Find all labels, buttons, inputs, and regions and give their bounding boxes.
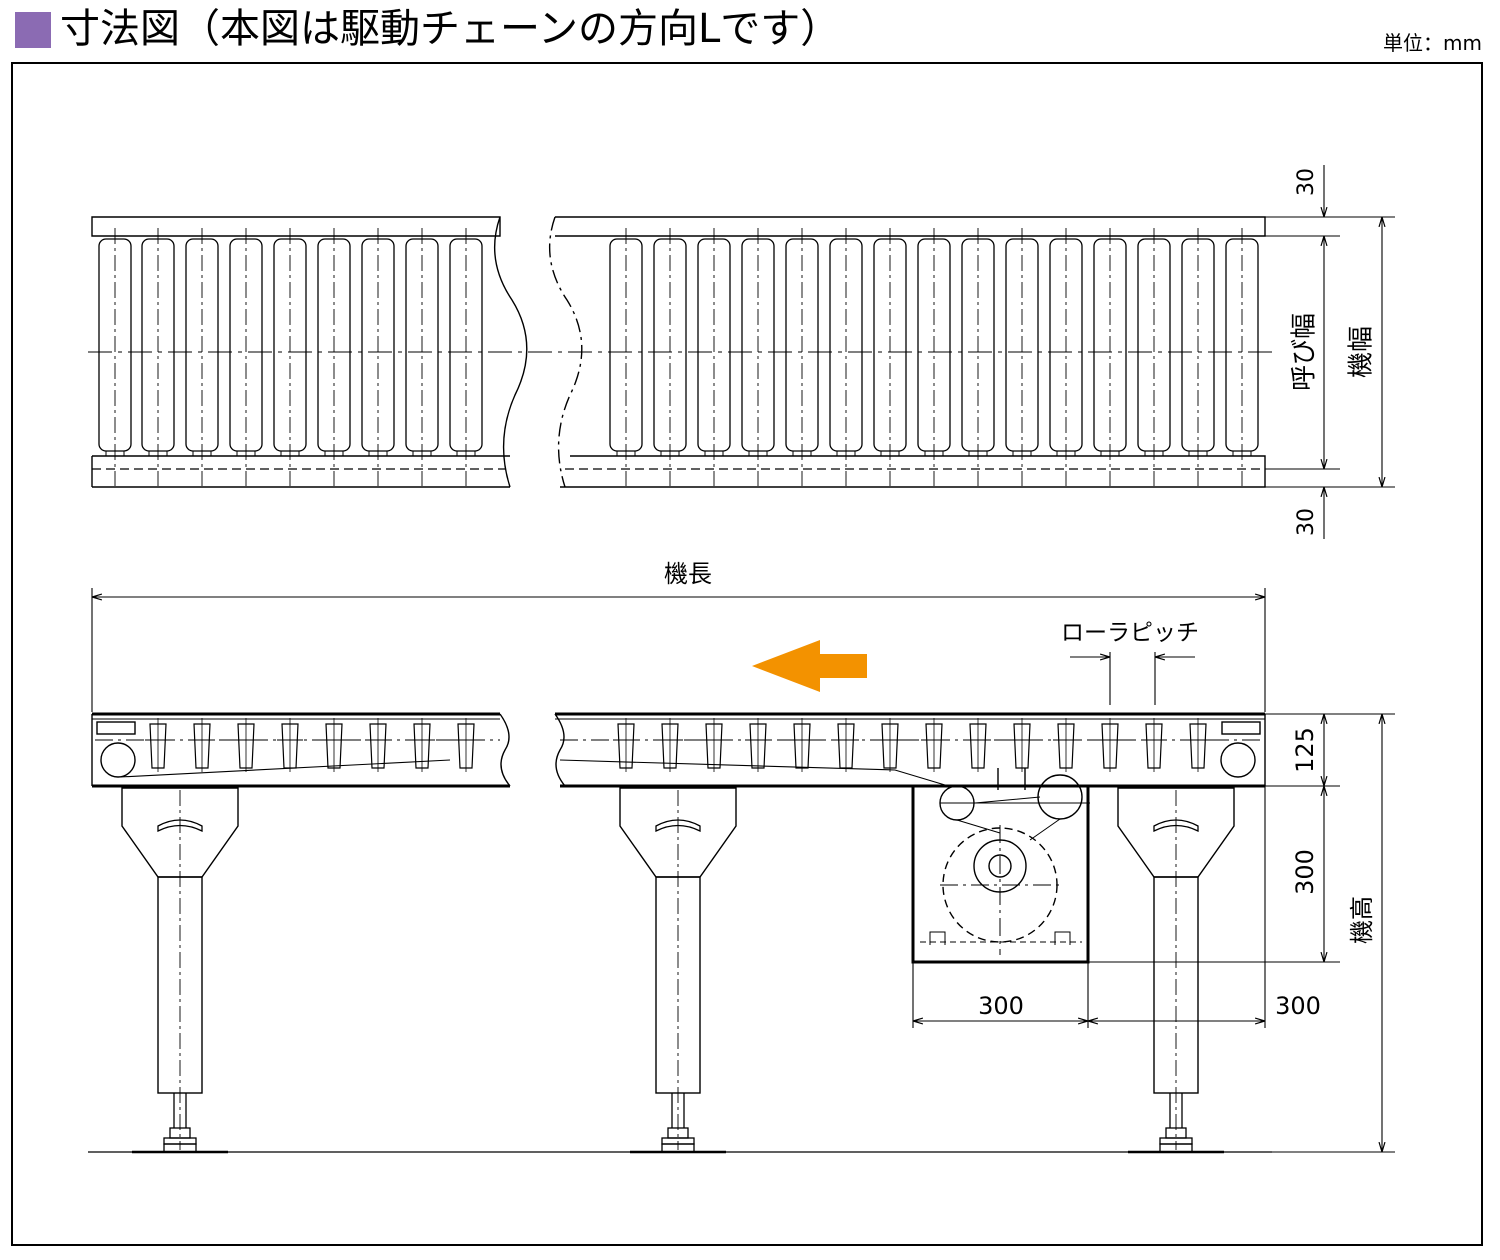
roller-bracket xyxy=(745,718,771,772)
dim-125: 125 xyxy=(1291,727,1319,773)
machine-width-label: 機幅 xyxy=(1347,326,1377,378)
roller-bracket xyxy=(453,718,479,772)
dim-300-drive: 300 xyxy=(978,992,1024,1020)
roller-bracket xyxy=(409,718,435,772)
support-leg xyxy=(1117,787,1235,1154)
roller-bracket xyxy=(1141,718,1167,772)
roller xyxy=(1049,228,1083,486)
roller-bracket xyxy=(965,718,991,772)
lower-frame-rail xyxy=(91,455,1266,488)
page-title: 寸法図（本図は駆動チェーンの方向Lです） xyxy=(60,6,841,52)
roller xyxy=(405,228,439,486)
roller-bracket xyxy=(233,718,259,772)
roller-pitch-label: ローラピッチ xyxy=(1061,620,1199,646)
roller-bracket xyxy=(1097,718,1123,772)
side-view-dimensions xyxy=(912,713,1395,1153)
machine-height-label: 機高 xyxy=(1348,896,1376,944)
roller xyxy=(229,228,263,486)
roller xyxy=(829,228,863,486)
roller-bracket xyxy=(921,718,947,772)
roller-bracket xyxy=(145,718,171,772)
roller xyxy=(697,228,731,486)
side-view-rollers xyxy=(145,718,1211,772)
roller xyxy=(1181,228,1215,486)
roller-bracket xyxy=(189,718,215,772)
top-view-dimensions xyxy=(1265,165,1395,539)
roller xyxy=(273,228,307,486)
machine-length-dimension xyxy=(91,588,1266,712)
roller-bracket xyxy=(657,718,683,772)
roller-bracket xyxy=(321,718,347,772)
drive-unit xyxy=(911,768,1090,964)
roller xyxy=(185,228,219,486)
dim-30-bottom: 30 xyxy=(1294,508,1319,536)
break-line-right xyxy=(549,216,583,488)
support-leg xyxy=(619,787,737,1154)
roller-bracket xyxy=(1053,718,1079,772)
roller-bracket xyxy=(701,718,727,772)
roller xyxy=(141,228,175,486)
roller xyxy=(741,228,775,486)
roller-bracket xyxy=(1185,718,1211,772)
roller xyxy=(917,228,951,486)
roller xyxy=(449,228,483,486)
dim-300-vertical: 300 xyxy=(1291,849,1319,895)
roller xyxy=(317,228,351,486)
roller xyxy=(609,228,643,486)
roller xyxy=(785,228,819,486)
roller xyxy=(961,228,995,486)
roller xyxy=(1137,228,1171,486)
title-marker-icon xyxy=(15,12,51,48)
roller xyxy=(653,228,687,486)
dim-30-top: 30 xyxy=(1294,168,1319,196)
roller-bracket xyxy=(789,718,815,772)
top-view-rollers xyxy=(98,228,1259,486)
roller xyxy=(873,228,907,486)
roller xyxy=(1093,228,1127,486)
roller xyxy=(1225,228,1259,486)
support-legs xyxy=(121,787,1235,1154)
roller-bracket xyxy=(613,718,639,772)
nominal-width-label: 呼び幅 xyxy=(1290,313,1320,391)
roller-bracket xyxy=(365,718,391,772)
break-line-left xyxy=(494,216,528,488)
roller xyxy=(1005,228,1039,486)
machine-length-label: 機長 xyxy=(664,560,712,588)
arrow-left-icon xyxy=(752,640,867,692)
roller-bracket xyxy=(1009,718,1035,772)
roller xyxy=(98,228,132,486)
upper-frame-rail xyxy=(91,216,1266,237)
header: 寸法図（本図は駆動チェーンの方向Lです） 単位：mm xyxy=(0,0,1500,62)
drawing-frame xyxy=(11,62,1483,1246)
roller-pitch-dimension xyxy=(1070,652,1195,705)
top-view xyxy=(88,216,1272,488)
roller-bracket xyxy=(277,718,303,772)
roller xyxy=(361,228,395,486)
unit-label: 単位：mm xyxy=(1383,31,1482,55)
roller-bracket xyxy=(877,718,903,772)
roller-bracket xyxy=(833,718,859,772)
support-leg xyxy=(121,787,239,1154)
side-view xyxy=(88,712,1272,1154)
dim-300-offset: 300 xyxy=(1275,992,1321,1020)
